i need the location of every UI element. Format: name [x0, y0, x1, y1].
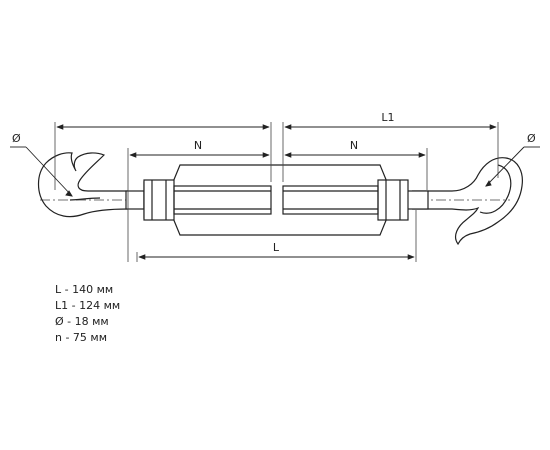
right-hook: [412, 157, 523, 246]
inner-bolts: [173, 185, 379, 215]
extension-lines: [54, 122, 499, 262]
legend-line-L: L - 140 мм: [55, 283, 114, 296]
left-threaded-rod: [125, 190, 145, 210]
label-phi-left: Ø: [12, 132, 21, 145]
dimension-legend: L - 140 мм L1 - 124 мм Ø - 18 мм n - 75 …: [55, 282, 120, 346]
left-nut: [143, 179, 175, 221]
legend-line-n: n - 75 мм: [55, 331, 108, 344]
label-N-right: N: [350, 139, 358, 152]
right-nut: [377, 179, 409, 221]
label-phi-right: Ø: [527, 132, 536, 145]
right-threaded-rod: [405, 190, 429, 210]
label-N-left: N: [194, 139, 202, 152]
turnbuckle-body: [143, 164, 407, 236]
legend-line-L1: L1 - 124 мм: [55, 299, 121, 312]
left-hook: [37, 152, 129, 218]
label-L1: L1: [381, 111, 394, 124]
diameter-leader-left: [10, 146, 73, 197]
diameter-leader-right: [485, 146, 540, 187]
label-L: L: [273, 241, 280, 254]
legend-line-phi: Ø - 18 мм: [55, 315, 109, 328]
